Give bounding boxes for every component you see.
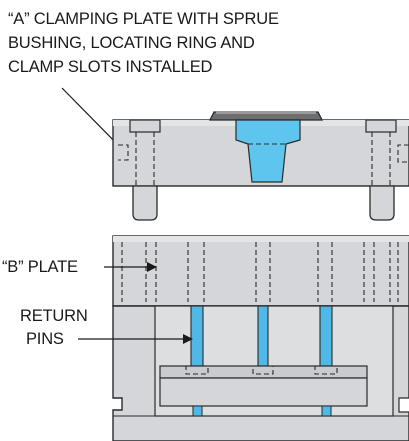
- b-plate-body: [112, 235, 409, 307]
- left-guide-pin: [132, 185, 158, 221]
- right-screw-head: [365, 119, 397, 133]
- ejector-retainer-plate: [159, 365, 368, 379]
- sprue-bushing: [235, 119, 301, 183]
- b-plate-leader-arrow: [147, 262, 157, 272]
- a-plate-label-line3: CLAMP SLOTS INSTALLED: [8, 58, 213, 76]
- b-plate-label: “B” PLATE: [2, 258, 78, 276]
- return-pin-left: [190, 305, 204, 367]
- a-plate-label-line2: BUSHING, LOCATING RING AND: [8, 34, 255, 52]
- ejector-plate: [159, 377, 368, 407]
- return-pins-label-line1: RETURN: [20, 307, 88, 325]
- locating-ring-top: [216, 111, 316, 114]
- left-screw-head: [129, 119, 161, 133]
- return-pin-center: [257, 305, 269, 367]
- a-plate-label-line1: “A” CLAMPING PLATE WITH SPRUE: [8, 10, 279, 28]
- return-pins-leader-arrow: [183, 334, 193, 344]
- a-clamping-plate: [112, 111, 409, 221]
- return-pin-right: [319, 305, 333, 367]
- right-guide-pin: [369, 185, 395, 221]
- return-pins-label-line2: PINS: [26, 330, 64, 348]
